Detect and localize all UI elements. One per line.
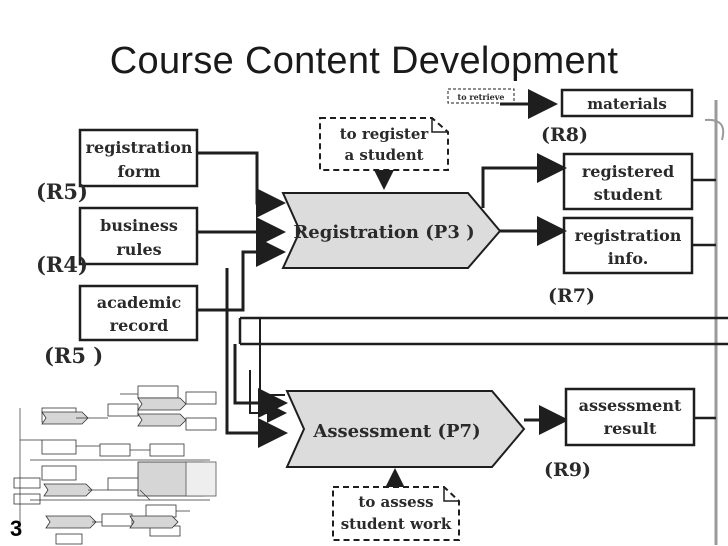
slide-title: Course Content Development: [109, 40, 619, 82]
svg-text:rules: rules: [116, 240, 161, 259]
svg-text:form: form: [118, 162, 161, 181]
svg-text:info.: info.: [608, 249, 649, 268]
ref-r5-top: (R5): [36, 179, 88, 204]
ref-r4: (R4): [36, 252, 88, 277]
svg-text:registered: registered: [582, 162, 674, 181]
assessment-process: Assessment (P7): [285, 390, 526, 468]
assessment-label: Assessment (P7): [312, 421, 480, 442]
registration-form-box: registration form: [78, 128, 199, 188]
registration-process: Registration (P3 ): [281, 192, 502, 269]
svg-text:to retrieve: to retrieve: [458, 92, 505, 102]
svg-text:registration: registration: [86, 138, 193, 157]
svg-text:registration: registration: [575, 226, 682, 245]
svg-text:student: student: [594, 185, 663, 204]
note-to-assess: to assess student work: [332, 486, 460, 541]
registered-student-box: registered student: [562, 152, 694, 211]
diagram-thumbnail: [0, 380, 222, 546]
svg-text:student work: student work: [341, 515, 452, 533]
svg-text:assessment: assessment: [579, 396, 682, 415]
ref-r7: (R7): [548, 285, 595, 307]
tiny-note: to retrieve: [447, 88, 515, 104]
note-to-register: to register a student: [319, 117, 449, 171]
assessment-result-box: assessment result: [564, 387, 696, 447]
svg-text:to assess: to assess: [358, 493, 433, 511]
materials-box: materials: [560, 88, 694, 118]
svg-text:result: result: [604, 419, 657, 438]
registration-label: Registration (P3 ): [293, 222, 474, 243]
business-rules-box: business rules: [78, 206, 199, 266]
svg-text:academic: academic: [97, 293, 182, 312]
svg-text:business: business: [100, 216, 178, 235]
academic-record-box: academic record: [78, 284, 199, 342]
svg-text:to register: to register: [340, 125, 430, 143]
ref-r8: (R8): [541, 124, 588, 146]
svg-text:a student: a student: [344, 146, 423, 164]
ref-r9: (R9): [544, 459, 591, 481]
svg-text:record: record: [110, 316, 169, 335]
ref-r5-bottom: (R5 ): [44, 343, 103, 368]
registration-info-box: registration info.: [562, 216, 694, 275]
slide-number: 3: [10, 516, 23, 541]
materials-label: materials: [587, 95, 667, 113]
